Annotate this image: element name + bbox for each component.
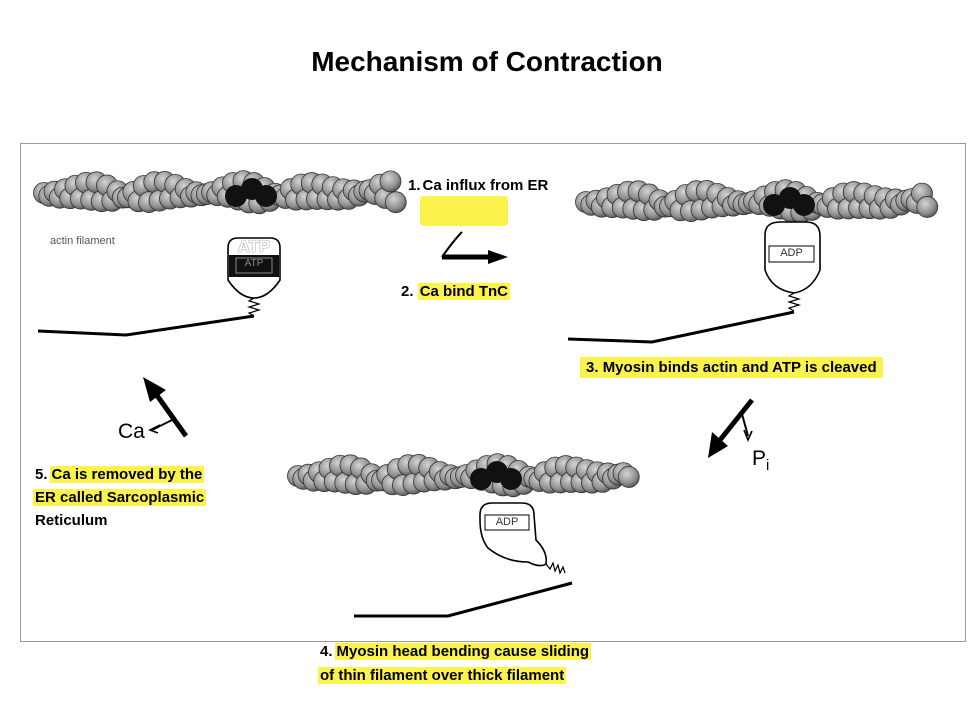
arrow-forward-icon — [441, 231, 508, 264]
step3-highlight: 3. Myosin binds actin and ATP is cleaved — [580, 357, 883, 378]
step5-line2: ER called Sarcoplasmic — [33, 488, 207, 507]
thick-filament-2 — [567, 310, 795, 344]
pi-label-i: i — [766, 457, 770, 475]
thick-filament-1 — [37, 314, 255, 337]
adp-label-right: ADP — [780, 247, 803, 259]
step3-text: Myosin binds actin and ATP is cleaved — [602, 359, 877, 376]
step2-label: 2. Ca bind TnC — [401, 282, 511, 301]
step1-highlight-mark — [420, 196, 508, 226]
pi-label-p: P — [752, 447, 767, 470]
myosin-neck-spring-1 — [246, 297, 262, 317]
actin-filament-label: actin filament — [50, 235, 115, 247]
atp-label: ATP — [237, 237, 271, 256]
step3-number: 3. — [586, 359, 599, 376]
myosin-neck-spring-2 — [786, 292, 802, 312]
atp-inner-label: ATP — [244, 258, 264, 269]
step1-text: Ca influx from ER — [422, 177, 549, 194]
arrow-up-left-icon — [143, 377, 189, 438]
step5-line3: Reticulum — [33, 511, 110, 530]
step4-line2: of thin filament over thick filament — [318, 666, 567, 685]
step1-label: 1.Ca influx from ER — [406, 176, 548, 195]
actin-filament-3 — [287, 453, 640, 498]
step1-number: 1. — [408, 177, 421, 194]
step4-line2-text: of thin filament over thick filament — [318, 667, 567, 684]
page-title: Mechanism of Contraction — [311, 46, 663, 77]
adp-label-bottom: ADP — [495, 516, 519, 528]
step4-line1: 4.Myosin head bending cause sliding — [318, 642, 592, 661]
step4-line1-text: Myosin head bending cause sliding — [334, 643, 592, 660]
arrow-down-left-icon — [708, 398, 754, 458]
myosin-head-atp — [227, 237, 281, 299]
step3-label: 3. Myosin binds actin and ATP is cleaved — [580, 357, 883, 378]
myosin-neck-spring-3 — [545, 561, 566, 575]
pi-label: Pi — [752, 447, 769, 474]
troponin-bead — [255, 185, 277, 207]
step5-line2-text: ER called Sarcoplasmic — [33, 489, 207, 506]
step5-line3-text: Reticulum — [35, 512, 108, 529]
actin-filament-1 — [33, 170, 407, 215]
myosin-head-adp-right — [764, 221, 821, 294]
thick-filament-3 — [354, 581, 573, 618]
ca-label-left: Ca — [118, 420, 145, 443]
step5-line1: 5.Ca is removed by the — [33, 465, 205, 484]
myosin-head-adp-bent — [479, 502, 548, 567]
step5-line1-text: Ca is removed by the — [49, 466, 205, 483]
actin-filament-2 — [575, 179, 939, 224]
step4-number: 4. — [320, 643, 333, 660]
troponin-bead — [500, 468, 522, 490]
step5-number: 5. — [35, 466, 48, 483]
step2-text: Ca bind TnC — [417, 283, 511, 300]
step2-number: 2. — [401, 283, 414, 300]
troponin-bead — [793, 194, 815, 216]
